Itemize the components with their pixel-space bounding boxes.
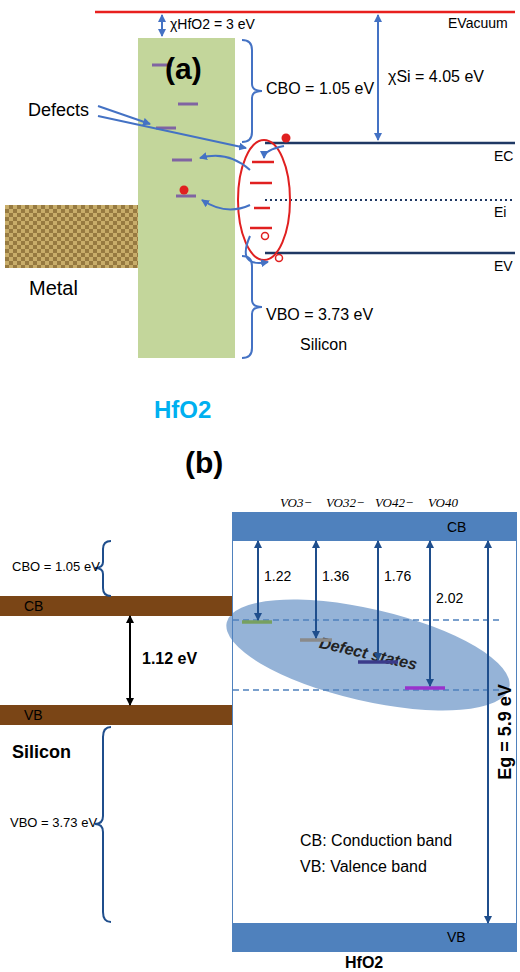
interface-state [254, 207, 270, 210]
energy-arrow [377, 541, 379, 660]
transition-arrow [246, 236, 268, 263]
oxide-band-box: HfO2CB: Conduction bandVB: Valence bandC… [232, 512, 517, 952]
defect-name: VO40 [428, 496, 458, 511]
affinity-label: χSi = 4.05 eV [388, 68, 484, 86]
transition-arrow [202, 200, 250, 209]
energy-arrow [315, 541, 317, 638]
affinity-arrow [377, 15, 379, 140]
band-label: CB [24, 598, 43, 614]
defect-level [300, 638, 332, 642]
energy-level-label: EC [494, 148, 513, 164]
electron [282, 134, 291, 143]
oxide-defect [176, 195, 196, 198]
defect-name: VO42− [375, 496, 414, 511]
ellipse-label: Defect states [225, 613, 512, 696]
oxide-defect [156, 127, 176, 130]
transition-arrow [200, 156, 250, 170]
metal-block: Metal [5, 205, 138, 268]
band-label: VB [447, 929, 466, 945]
energy-level-label: EVacuum [448, 15, 508, 31]
material-label: Silicon [12, 742, 71, 763]
silicon-valence-band: VB [0, 705, 232, 725]
silicon-band-projection [233, 689, 500, 691]
band-label: CB [447, 519, 466, 535]
oxide-label: HfO2 [154, 396, 211, 424]
defect-states-ellipse: Defect states [216, 578, 519, 733]
energy-level-label: Ei [494, 204, 506, 220]
offset-label: VBO = 3.73 eV [10, 816, 97, 831]
conduction-band: CB [233, 513, 516, 541]
vacuum-level-line [95, 11, 515, 14]
legend-note: VB: Valence band [300, 858, 427, 876]
valence-band: VB [233, 923, 516, 951]
conduction-band-edge [265, 142, 515, 145]
energy-arrow [487, 541, 489, 923]
oxide-label: HfO2 [345, 954, 383, 972]
interface-state [252, 161, 274, 164]
offset-label: VBO = 3.73 eV [266, 306, 373, 324]
callout-label: Defects [28, 100, 89, 121]
energy-arrow [429, 541, 431, 686]
defect-level [242, 620, 272, 624]
affinity-label: χHfO2 = 3 eV [170, 16, 255, 32]
offset-label: CBO = 1.05 eV [266, 80, 374, 98]
offset-brace [95, 541, 111, 596]
interface-states-ellipse [238, 140, 290, 260]
legend-note: CB: Conduction band [300, 832, 452, 850]
silicon-conduction-band: CB [0, 596, 232, 616]
hole [276, 255, 283, 262]
offset-brace [242, 256, 262, 358]
leader-arrow [98, 106, 150, 124]
leader-arrow [98, 116, 246, 148]
offset-brace [242, 40, 262, 142]
silicon-band-projection [233, 619, 500, 621]
connector-layer [130, 541, 488, 923]
transition-arrow [264, 146, 284, 158]
affinity-arrow [161, 15, 163, 36]
defect-name: VO3− [280, 496, 312, 511]
offset-brace [95, 727, 111, 922]
band-label: VB [24, 707, 43, 723]
energy-arrow [129, 616, 131, 705]
defect-level [358, 660, 398, 664]
oxide-defect [172, 159, 192, 162]
defect-level [405, 686, 445, 690]
oxide-defect [152, 64, 172, 67]
oxide-defect [178, 103, 198, 106]
electron [180, 186, 189, 195]
interface-state [250, 182, 272, 185]
metal-label: Metal [29, 277, 78, 300]
valence-band-edge [265, 252, 515, 255]
panel-label: (b) [185, 446, 223, 481]
defect-name: VO32− [326, 496, 365, 511]
offset-label: CBO = 1.05 eV [12, 560, 100, 575]
intrinsic-level [265, 199, 515, 201]
energy-value: 1.12 eV [142, 650, 197, 668]
oxide-layer: HfO2 [138, 38, 235, 358]
energy-arrow [257, 541, 259, 620]
energy-level-label: EV [494, 258, 513, 274]
interface-state [250, 227, 272, 230]
hole [262, 233, 269, 240]
material-label: Silicon [300, 336, 347, 354]
